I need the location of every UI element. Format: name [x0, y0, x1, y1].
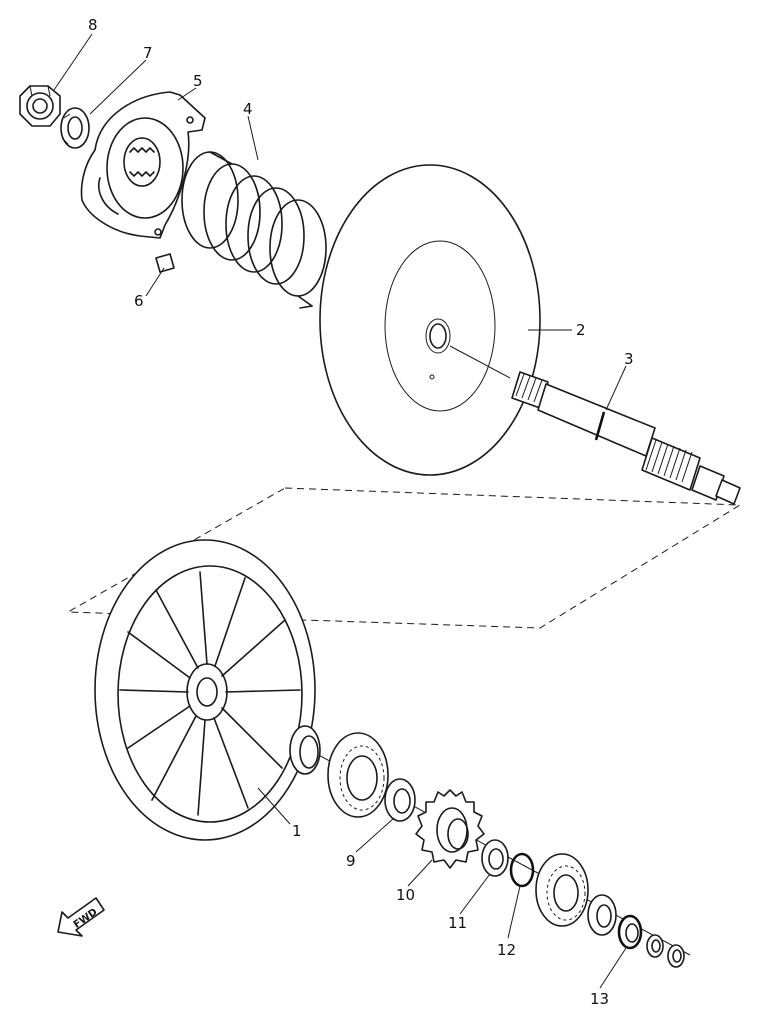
nut: [19, 85, 61, 127]
circlip: [509, 852, 535, 888]
small-sprocket: [415, 789, 485, 869]
part-label-4: 4: [243, 100, 253, 118]
assembly-guide-line: [66, 487, 742, 629]
part-label-7: 7: [143, 44, 153, 62]
part-label-3: 3: [624, 350, 634, 368]
part-label-13: 13: [590, 990, 609, 1008]
drive-plate: [319, 164, 541, 476]
spring: [181, 151, 327, 309]
part-label-2: 2: [576, 321, 586, 339]
part-label-11: 11: [448, 914, 467, 932]
bearing-upper: [327, 732, 389, 818]
washer: [481, 839, 509, 877]
part-label-1: 1: [292, 822, 302, 840]
end-washers: [646, 934, 685, 968]
lock-washer: [60, 107, 90, 149]
splined-shaft: [511, 371, 741, 505]
part-label-8: 8: [88, 16, 98, 34]
cam-bracket: [80, 91, 206, 239]
washer-lower: [587, 894, 617, 936]
bearing-lower: [535, 853, 589, 927]
seal-ring: [617, 914, 643, 950]
key-pin: [155, 253, 175, 273]
sprocket-wheel: [94, 539, 316, 841]
part-label-10: 10: [396, 886, 415, 904]
spacer-ring: [384, 778, 416, 822]
fwd-arrow-icon: FWD: [57, 897, 105, 937]
part-label-9: 9: [346, 852, 356, 870]
axis-line-upper: [449, 345, 511, 379]
part-label-12: 12: [497, 941, 516, 959]
part-label-6: 6: [134, 292, 144, 310]
collar: [289, 725, 321, 775]
leader-lines: [53, 33, 627, 989]
part-label-5: 5: [193, 72, 203, 90]
